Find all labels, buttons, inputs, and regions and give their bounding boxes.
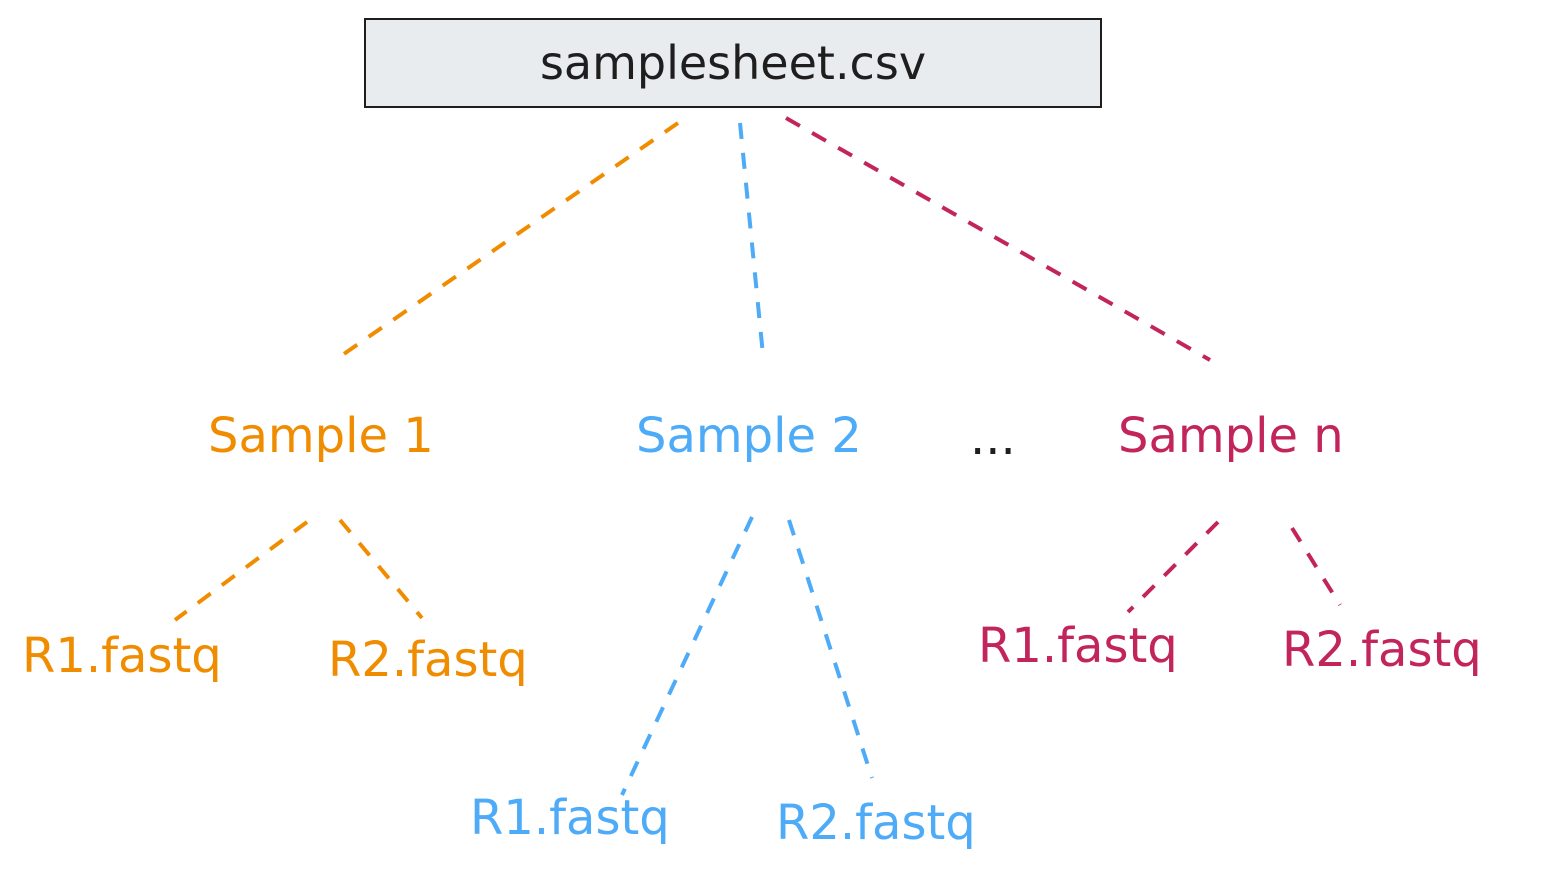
- sample-1-label: Sample 1: [208, 408, 434, 464]
- sample-n-r1: R1.fastq: [978, 618, 1178, 674]
- sample-2-r1: R1.fastq: [470, 790, 670, 846]
- edge-s1-r2: [338, 518, 424, 620]
- sample-n-r2: R2.fastq: [1282, 622, 1482, 678]
- sample-1-r2: R2.fastq: [328, 632, 528, 688]
- sample-2-label: Sample 2: [636, 408, 862, 464]
- edge-s1-r1: [173, 520, 309, 622]
- edge-root-s2: [738, 122, 765, 356]
- ellipsis: ...: [970, 410, 1016, 466]
- samplesheet-node: samplesheet.csv: [364, 18, 1102, 108]
- sample-2-r2: R2.fastq: [776, 795, 976, 851]
- edge-sn-r2: [1290, 526, 1342, 607]
- edge-s2-r2: [787, 519, 874, 779]
- samplesheet-label: samplesheet.csv: [539, 36, 927, 90]
- edge-root-sn: [785, 116, 1211, 362]
- sample-n-label: Sample n: [1118, 408, 1344, 464]
- sample-1-r1: R1.fastq: [22, 628, 222, 684]
- edge-s2-r1: [620, 516, 754, 796]
- edge-sn-r1: [1126, 520, 1220, 614]
- edge-root-s1: [336, 121, 680, 360]
